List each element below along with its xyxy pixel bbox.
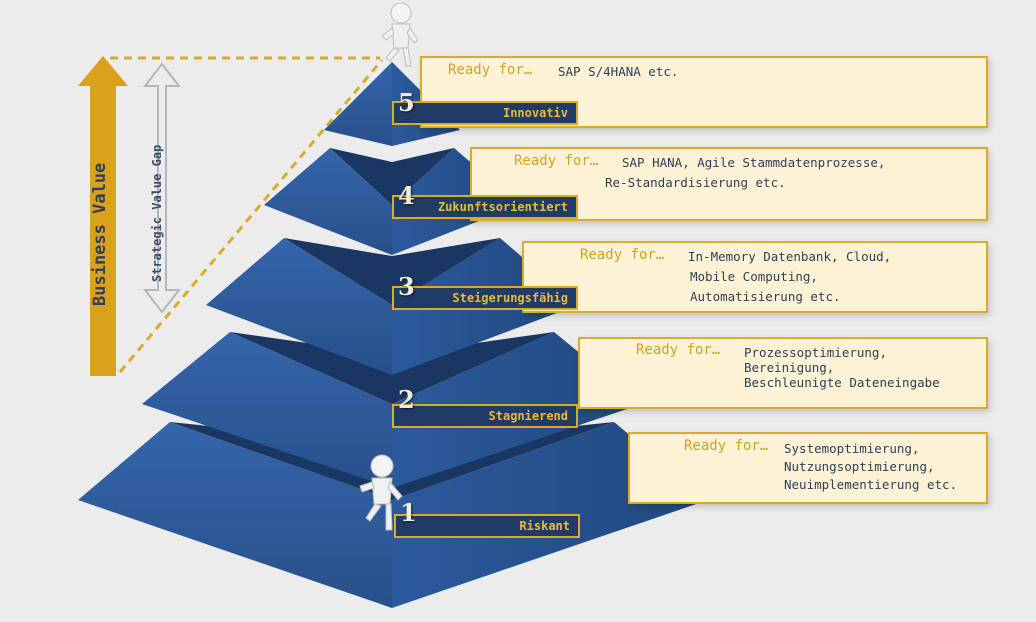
level-number-2: 2 (398, 385, 415, 414)
info-text-level-3-line-2: Mobile Computing, (690, 269, 818, 284)
stick-figure-top-icon (381, 2, 419, 67)
ready-for-level-5: Ready for… (448, 62, 533, 78)
strategic-value-gap-label: Strategic Value Gap (150, 144, 164, 282)
info-text-level-4-line-1: SAP HANA, Agile Stammdatenprozesse, (622, 155, 886, 170)
info-text-level-4-line-2: Re-Standardisierung etc. (605, 175, 786, 190)
ready-for-level-1: Ready for… (684, 438, 769, 454)
level-number-1: 1 (400, 498, 417, 527)
level-label-5: Innovativ (392, 101, 578, 125)
gap-diagonal-dashed-line (118, 59, 384, 373)
info-text-level-1-line-2: Nutzungsoptimierung, (784, 459, 935, 474)
business-value-arrow (78, 56, 128, 376)
level-label-1: Riskant (394, 514, 580, 538)
level-label-2: Stagnierend (392, 404, 578, 428)
info-text-level-3-line-1: In-Memory Datenbank, Cloud, (688, 249, 892, 264)
info-text-level-1-line-3: Neuimplementierung etc. (784, 477, 958, 492)
business-value-label: Business Value (90, 162, 110, 306)
ready-for-level-4: Ready for… (514, 153, 599, 169)
info-text-level-5-line-1: SAP S/4HANA etc. (558, 64, 679, 79)
info-box-level-2 (578, 337, 988, 409)
stick-figure-climbing-icon (359, 454, 403, 531)
info-text-level-2-line-2: Bereinigung, (744, 360, 835, 375)
info-text-level-2-line-3: Beschleunigte Dateneingabe (744, 375, 940, 390)
info-text-level-2-line-1: Prozessoptimierung, (744, 345, 887, 360)
ready-for-level-3: Ready for… (580, 247, 665, 263)
level-number-4: 4 (398, 181, 415, 210)
strategic-gap-double-arrow (142, 62, 182, 314)
info-text-level-1-line-1: Systemoptimierung, (784, 441, 920, 456)
info-box-level-3 (522, 241, 988, 313)
info-box-level-1 (628, 432, 988, 504)
level-number-5: 5 (398, 88, 415, 117)
info-text-level-3-line-3: Automatisierung etc. (690, 289, 841, 304)
level-label-4: Zukunftsorientiert (392, 195, 578, 219)
ready-for-level-2: Ready for… (636, 342, 721, 358)
level-label-3: Steigerungsfähig (392, 286, 578, 310)
level-number-3: 3 (398, 272, 415, 301)
